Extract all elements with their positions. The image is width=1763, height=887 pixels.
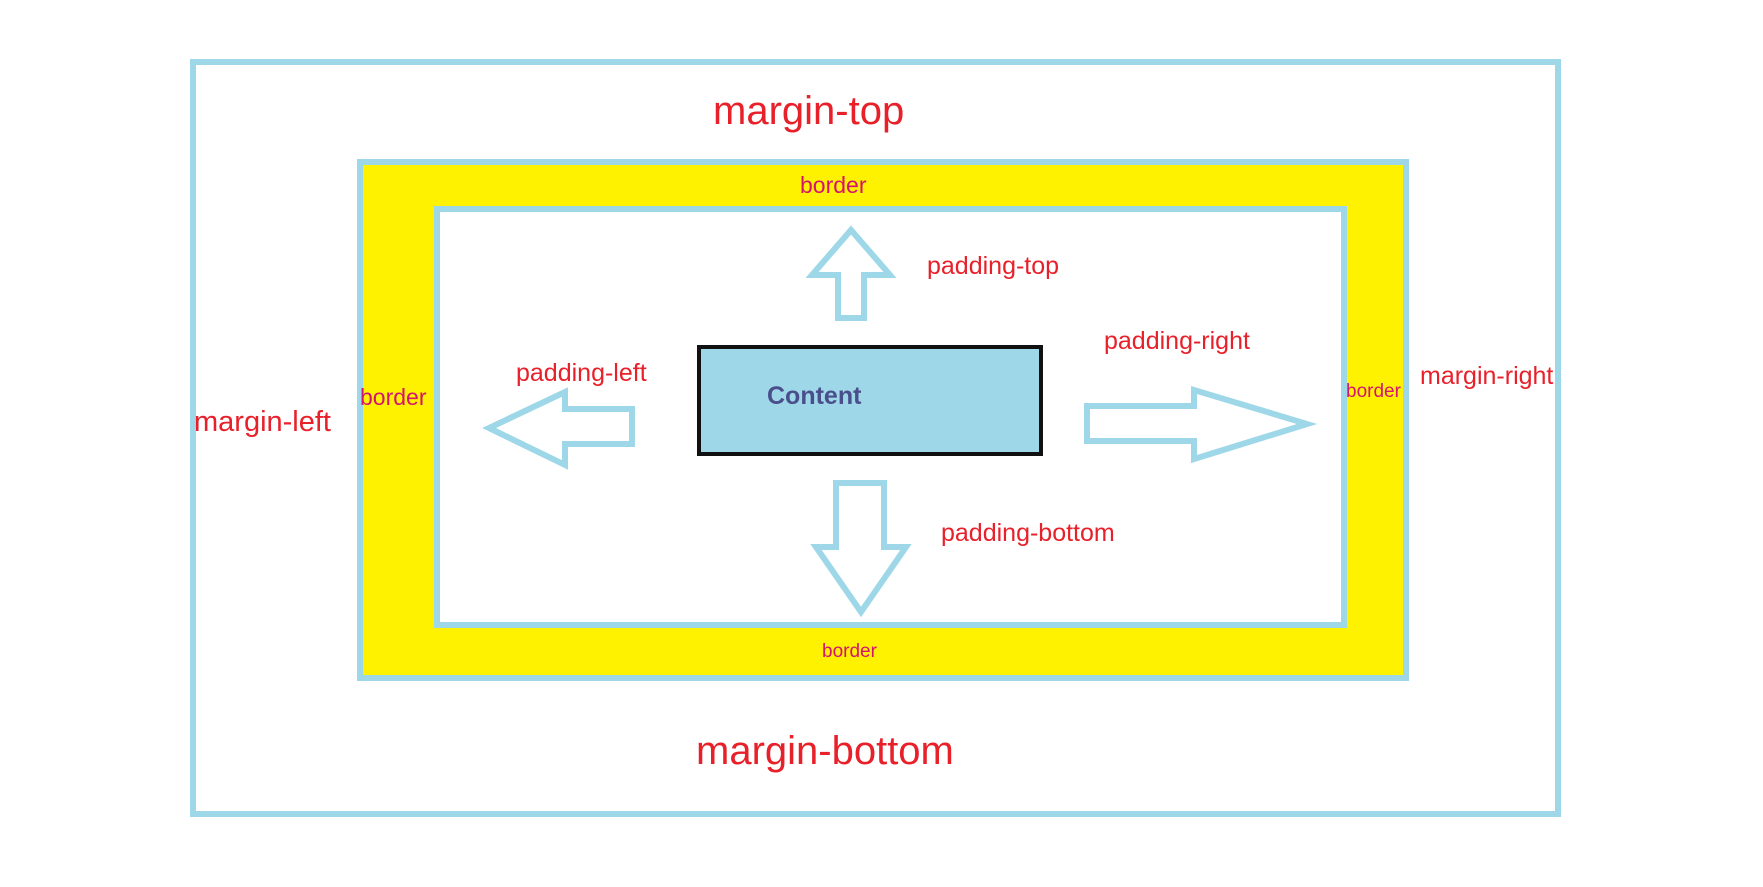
padding-bottom-label: padding-bottom (941, 519, 1115, 547)
margin-top-label: margin-top (713, 89, 905, 133)
padding-right-arrow (1084, 385, 1318, 464)
padding-top-label: padding-top (927, 252, 1060, 280)
padding-right-label: padding-right (1104, 327, 1250, 355)
border-top-label: border (800, 172, 867, 198)
border-bottom-label: border (822, 641, 877, 662)
padding-left-label: padding-left (516, 359, 647, 387)
content-area (697, 345, 1043, 456)
padding-bottom-arrow (810, 480, 912, 618)
margin-bottom-label: margin-bottom (696, 729, 954, 773)
border-left-label: border (360, 384, 427, 410)
padding-left-arrow (482, 387, 635, 470)
padding-top-arrow (805, 225, 897, 321)
border-right-label: border (1346, 381, 1401, 402)
content-label: Content (767, 382, 862, 410)
margin-left-label: margin-left (194, 406, 331, 438)
margin-right-label: margin-right (1420, 362, 1554, 390)
